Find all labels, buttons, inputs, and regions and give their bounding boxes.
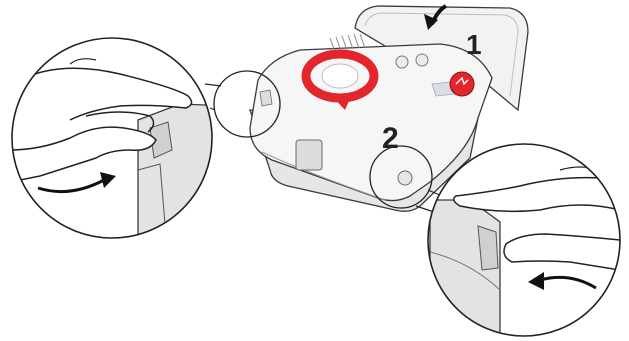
left-callout-line — [205, 84, 221, 86]
device-panel-button — [396, 56, 408, 68]
red-shock-button — [450, 72, 474, 96]
device-left-latch — [260, 90, 272, 106]
device-front-latch — [296, 140, 322, 170]
right-zoom-detail — [428, 144, 620, 340]
step-1-label: 1 — [466, 29, 482, 60]
device-panel-button — [416, 54, 428, 66]
left-zoom-detail — [10, 38, 230, 260]
device-corner-latch — [398, 171, 412, 185]
